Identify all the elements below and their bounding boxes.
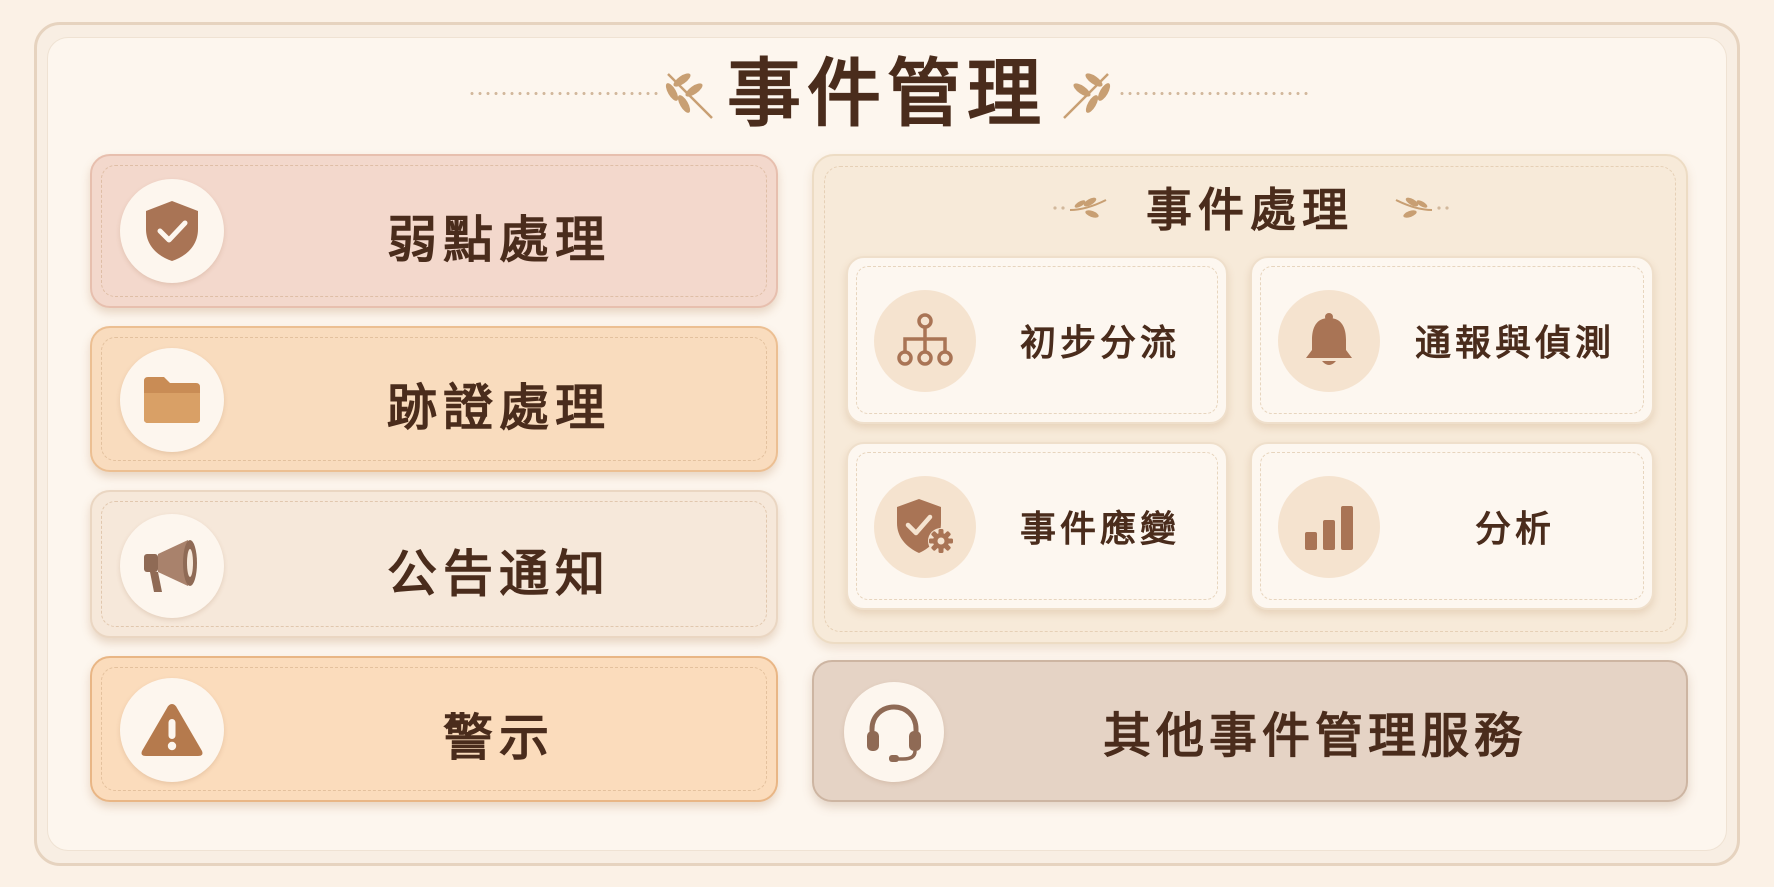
page-title: 事件管理 <box>727 51 1047 137</box>
analysis-label: 分析 <box>1474 508 1555 550</box>
panel-title: 事件處理 <box>1146 183 1354 237</box>
headset-icon <box>844 682 944 782</box>
reporting-detection-label: 通報與偵測 <box>1414 322 1615 364</box>
bell-icon <box>1278 290 1380 392</box>
panel-sprig-left-icon <box>1053 197 1107 218</box>
folder-icon <box>120 348 224 452</box>
sprig-left-icon <box>665 73 713 119</box>
other-services-button[interactable]: 其他事件管理服務 <box>812 660 1688 802</box>
warning-icon <box>120 678 224 782</box>
sprig-right-icon <box>1063 73 1111 119</box>
alert-button[interactable]: 警示 <box>90 656 778 802</box>
other-services-label: 其他事件管理服務 <box>1102 708 1527 764</box>
evidence-handling-label: 跡證處理 <box>387 378 611 437</box>
announcement-label: 公告通知 <box>387 544 611 603</box>
shield-check-icon <box>120 179 224 283</box>
panel-sprig-right-icon <box>1395 197 1449 218</box>
hierarchy-icon <box>874 290 976 392</box>
initial-triage-card[interactable]: 初步分流 <box>846 256 1228 424</box>
reporting-detection-card[interactable]: 通報與偵測 <box>1250 256 1654 424</box>
bar-chart-icon <box>1278 476 1380 578</box>
vulnerability-handling-button[interactable]: 弱點處理 <box>90 154 778 308</box>
initial-triage-label: 初步分流 <box>1019 322 1180 364</box>
vulnerability-handling-label: 弱點處理 <box>387 210 611 269</box>
evidence-handling-button[interactable]: 跡證處理 <box>90 326 778 472</box>
alert-label: 警示 <box>443 708 555 767</box>
megaphone-icon <box>120 514 224 618</box>
header: 事件管理 <box>0 44 1774 144</box>
announcement-button[interactable]: 公告通知 <box>90 490 778 638</box>
decorative-dots-left <box>468 92 660 95</box>
analysis-card[interactable]: 分析 <box>1250 442 1654 610</box>
decorative-dots-right <box>1118 92 1310 95</box>
incident-response-card[interactable]: 事件應變 <box>846 442 1228 610</box>
shield-gear-icon <box>874 476 976 578</box>
incident-response-label: 事件應變 <box>1019 508 1180 550</box>
